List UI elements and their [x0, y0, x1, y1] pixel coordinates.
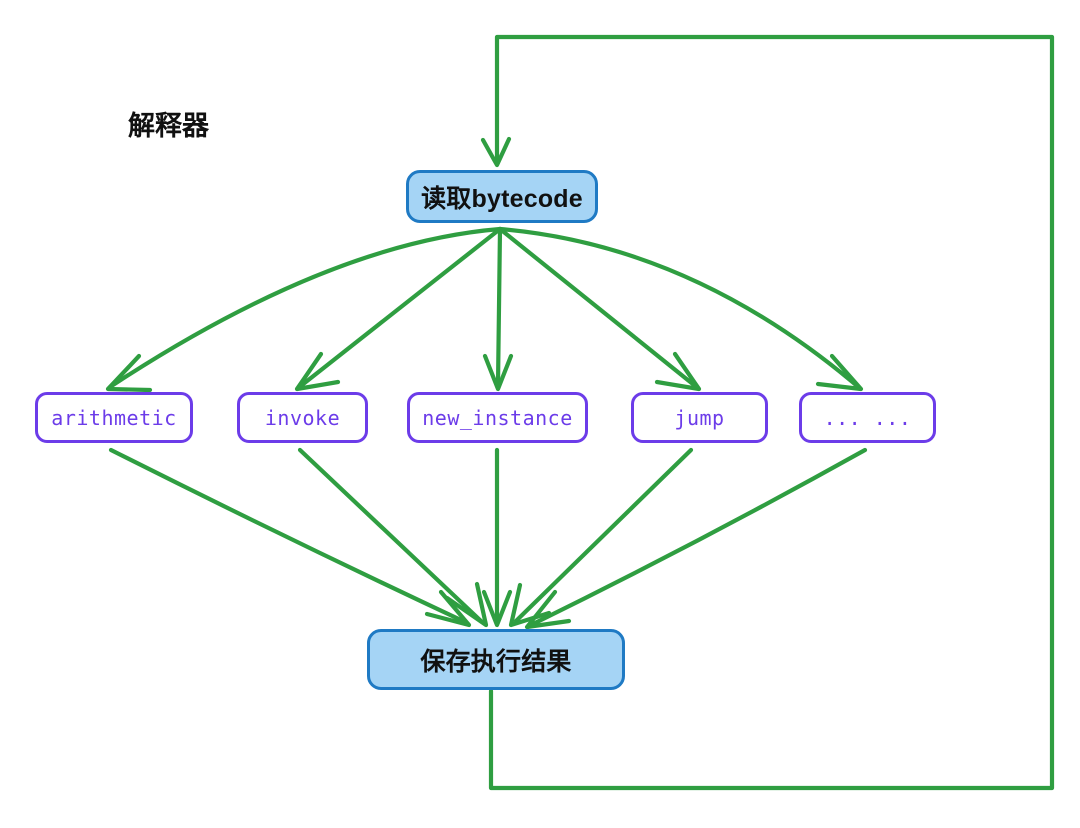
edge-jump-to-save [508, 447, 694, 628]
node-invoke-label: invoke [264, 405, 341, 430]
node-arithmetic[interactable]: arithmetic [35, 392, 193, 443]
node-invoke[interactable]: invoke [237, 392, 368, 443]
edge-new-instance-to-save [481, 447, 513, 628]
node-read-bytecode[interactable]: 读取bytecode [406, 170, 598, 223]
edge-invoke-to-save [297, 447, 489, 628]
node-read-bytecode-label: 读取bytecode [421, 184, 583, 213]
edge-arithmetic-to-save [108, 447, 472, 628]
node-arithmetic-label: arithmetic [51, 405, 177, 430]
node-new-instance-label: new_instance [422, 405, 573, 430]
node-jump[interactable]: jump [631, 392, 768, 443]
edge-read-to-new-instance [482, 226, 514, 392]
edge-loopback [480, 34, 1055, 791]
edge-read-to-arithmetic [105, 226, 503, 393]
node-save-result-label: 保存执行结果 [420, 647, 572, 676]
edge-etc-to-save [524, 447, 868, 630]
node-new-instance[interactable]: new_instance [407, 392, 588, 443]
node-etcetera-label: ... ... [823, 405, 912, 430]
edge-read-to-jump [497, 226, 702, 392]
node-jump-label: jump [674, 405, 725, 430]
node-save-result[interactable]: 保存执行结果 [367, 629, 625, 690]
edge-read-to-invoke [294, 226, 503, 392]
diagram-title: 解释器 [128, 111, 209, 141]
node-etcetera[interactable]: ... ... [799, 392, 936, 443]
edge-read-to-etc [497, 226, 864, 392]
